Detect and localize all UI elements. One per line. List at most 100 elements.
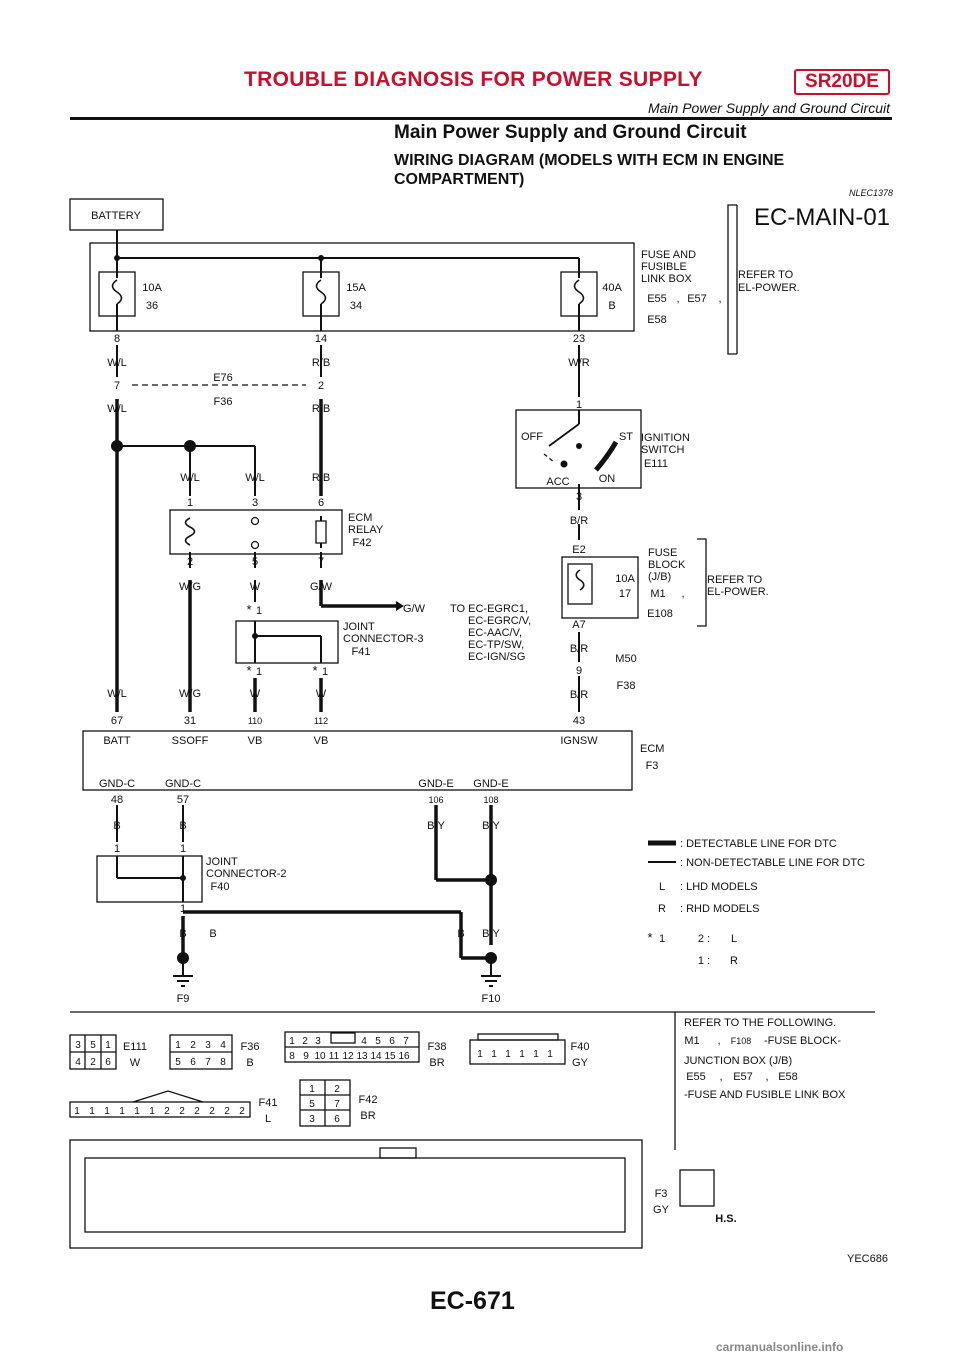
svg-text:EC-AAC/V,: EC-AAC/V, [468, 627, 522, 639]
svg-text:R/B: R/B [312, 472, 330, 484]
f38-pin: 4 [361, 1036, 367, 1047]
svg-text:: RHD MODELS: : RHD MODELS [680, 903, 759, 915]
conn-m1: M1 [650, 588, 665, 600]
joint3-box [235, 620, 339, 664]
svg-text:17: 17 [619, 588, 631, 600]
svg-text:W/L: W/L [107, 688, 127, 700]
svg-text:M1: M1 [684, 1035, 699, 1047]
svg-text:GND-E: GND-E [473, 778, 508, 790]
f42-pin: 1 [309, 1084, 315, 1095]
svg-text:67: 67 [111, 715, 123, 727]
svg-text:FUSE AND: FUSE AND [641, 249, 696, 261]
svg-text:TO EC-EGRC1,: TO EC-EGRC1, [450, 603, 528, 615]
svg-text:REFER TO: REFER TO [738, 269, 794, 281]
section-code: NLEC1378 [849, 188, 894, 198]
svg-text:EC-IGN/SG: EC-IGN/SG [468, 651, 525, 663]
f38-pin: 7 [403, 1036, 409, 1047]
f40-pin: 1 [519, 1049, 525, 1060]
conn-e111: E111 [644, 458, 668, 470]
svg-text:1: 1 [180, 843, 186, 855]
ecm-box [82, 730, 633, 791]
svg-text:W: W [130, 1057, 141, 1069]
svg-text:SSOFF: SSOFF [172, 735, 209, 747]
svg-text:B/R: B/R [570, 515, 588, 527]
svg-text:GND-C: GND-C [165, 778, 201, 790]
svg-text:,: , [676, 293, 679, 305]
svg-text:2: 2 [187, 556, 193, 568]
conn-e58: E58 [647, 314, 667, 326]
svg-text:E58: E58 [778, 1071, 798, 1083]
svg-text:L: L [659, 881, 665, 893]
f36-pin: 8 [220, 1057, 226, 1068]
svg-text:E2: E2 [572, 544, 585, 556]
svg-text:(J/B): (J/B) [648, 571, 671, 583]
svg-text:: LHD MODELS: : LHD MODELS [680, 881, 758, 893]
f38-pin: 15 [384, 1051, 396, 1062]
svg-text:2 :: 2 : [698, 933, 710, 945]
svg-text:3: 3 [252, 497, 258, 509]
svg-text:40A: 40A [602, 282, 622, 294]
svg-text:GY: GY [572, 1057, 589, 1069]
svg-text:GND-C: GND-C [99, 778, 135, 790]
svg-text:LINK BOX: LINK BOX [641, 273, 692, 285]
conn-e57: E57 [687, 293, 707, 305]
svg-text:-FUSE AND FUSIBLE LINK BOX: -FUSE AND FUSIBLE LINK BOX [684, 1089, 846, 1101]
svg-text:F36: F36 [241, 1041, 260, 1053]
svg-text:SWITCH: SWITCH [641, 444, 684, 456]
svg-text:G/W: G/W [310, 581, 333, 593]
svg-text:14: 14 [315, 333, 327, 345]
svg-text:IGNSW: IGNSW [560, 735, 598, 747]
svg-text:W: W [250, 581, 261, 593]
main-bracket [727, 204, 737, 355]
svg-text:*: * [312, 663, 317, 678]
svg-text:W/L: W/L [107, 403, 127, 415]
svg-text:7: 7 [318, 556, 324, 568]
f38-pin: 13 [356, 1051, 368, 1062]
page-number: EC-671 [430, 1287, 515, 1315]
f42-pin: 3 [309, 1114, 315, 1125]
svg-text:*: * [246, 663, 251, 678]
svg-text:RELAY: RELAY [348, 524, 384, 536]
f41-pin: 1 [74, 1106, 80, 1117]
svg-text:ECM: ECM [348, 512, 372, 524]
f38-pin: 14 [370, 1051, 382, 1062]
svg-text:W/L: W/L [107, 357, 127, 369]
svg-text:2: 2 [318, 380, 324, 392]
e111-pin: 5 [90, 1040, 96, 1051]
svg-text:JUNCTION BOX (J/B): JUNCTION BOX (J/B) [684, 1055, 792, 1067]
f41-pin: 1 [134, 1106, 140, 1117]
f41-pin: 2 [239, 1106, 245, 1117]
svg-text:R: R [730, 955, 738, 967]
f40-pin: 1 [533, 1049, 539, 1060]
f42-pin: 6 [334, 1114, 340, 1125]
f38-pin: 9 [303, 1051, 309, 1062]
svg-text:BLOCK: BLOCK [648, 559, 686, 571]
f38-pin: 5 [375, 1036, 381, 1047]
svg-text:R/B: R/B [312, 357, 330, 369]
svg-text:W/G: W/G [179, 688, 201, 700]
svg-text:,: , [681, 588, 684, 600]
e111-pin: 1 [105, 1040, 111, 1051]
e111-pin: 2 [90, 1057, 96, 1068]
ground-f10: F10 [482, 993, 501, 1005]
f36-pin: 4 [220, 1040, 226, 1051]
f41-pin: 2 [224, 1106, 230, 1117]
svg-text:CONNECTOR-2: CONNECTOR-2 [206, 868, 286, 880]
f42-pin: 2 [334, 1084, 340, 1095]
svg-text:*: * [246, 602, 251, 617]
svg-text:B: B [209, 928, 216, 940]
svg-text:ST: ST [619, 431, 633, 443]
svg-text:1 :: 1 : [698, 955, 710, 967]
conn-f3: F3 [646, 760, 659, 772]
svg-text:1: 1 [114, 843, 120, 855]
svg-text:F41: F41 [259, 1097, 278, 1109]
svg-text:OFF: OFF [521, 431, 543, 443]
svg-text:W/G: W/G [179, 581, 201, 593]
f41-pin: 1 [149, 1106, 155, 1117]
battery-label: BATTERY [91, 210, 141, 222]
f36-pin: 3 [205, 1040, 211, 1051]
conn-e55: E55 [647, 293, 667, 305]
svg-text:F42: F42 [359, 1094, 378, 1106]
svg-text:REFER TO THE FOLLOWING.: REFER TO THE FOLLOWING. [684, 1017, 836, 1029]
figure-code: YEC686 [847, 1253, 888, 1265]
